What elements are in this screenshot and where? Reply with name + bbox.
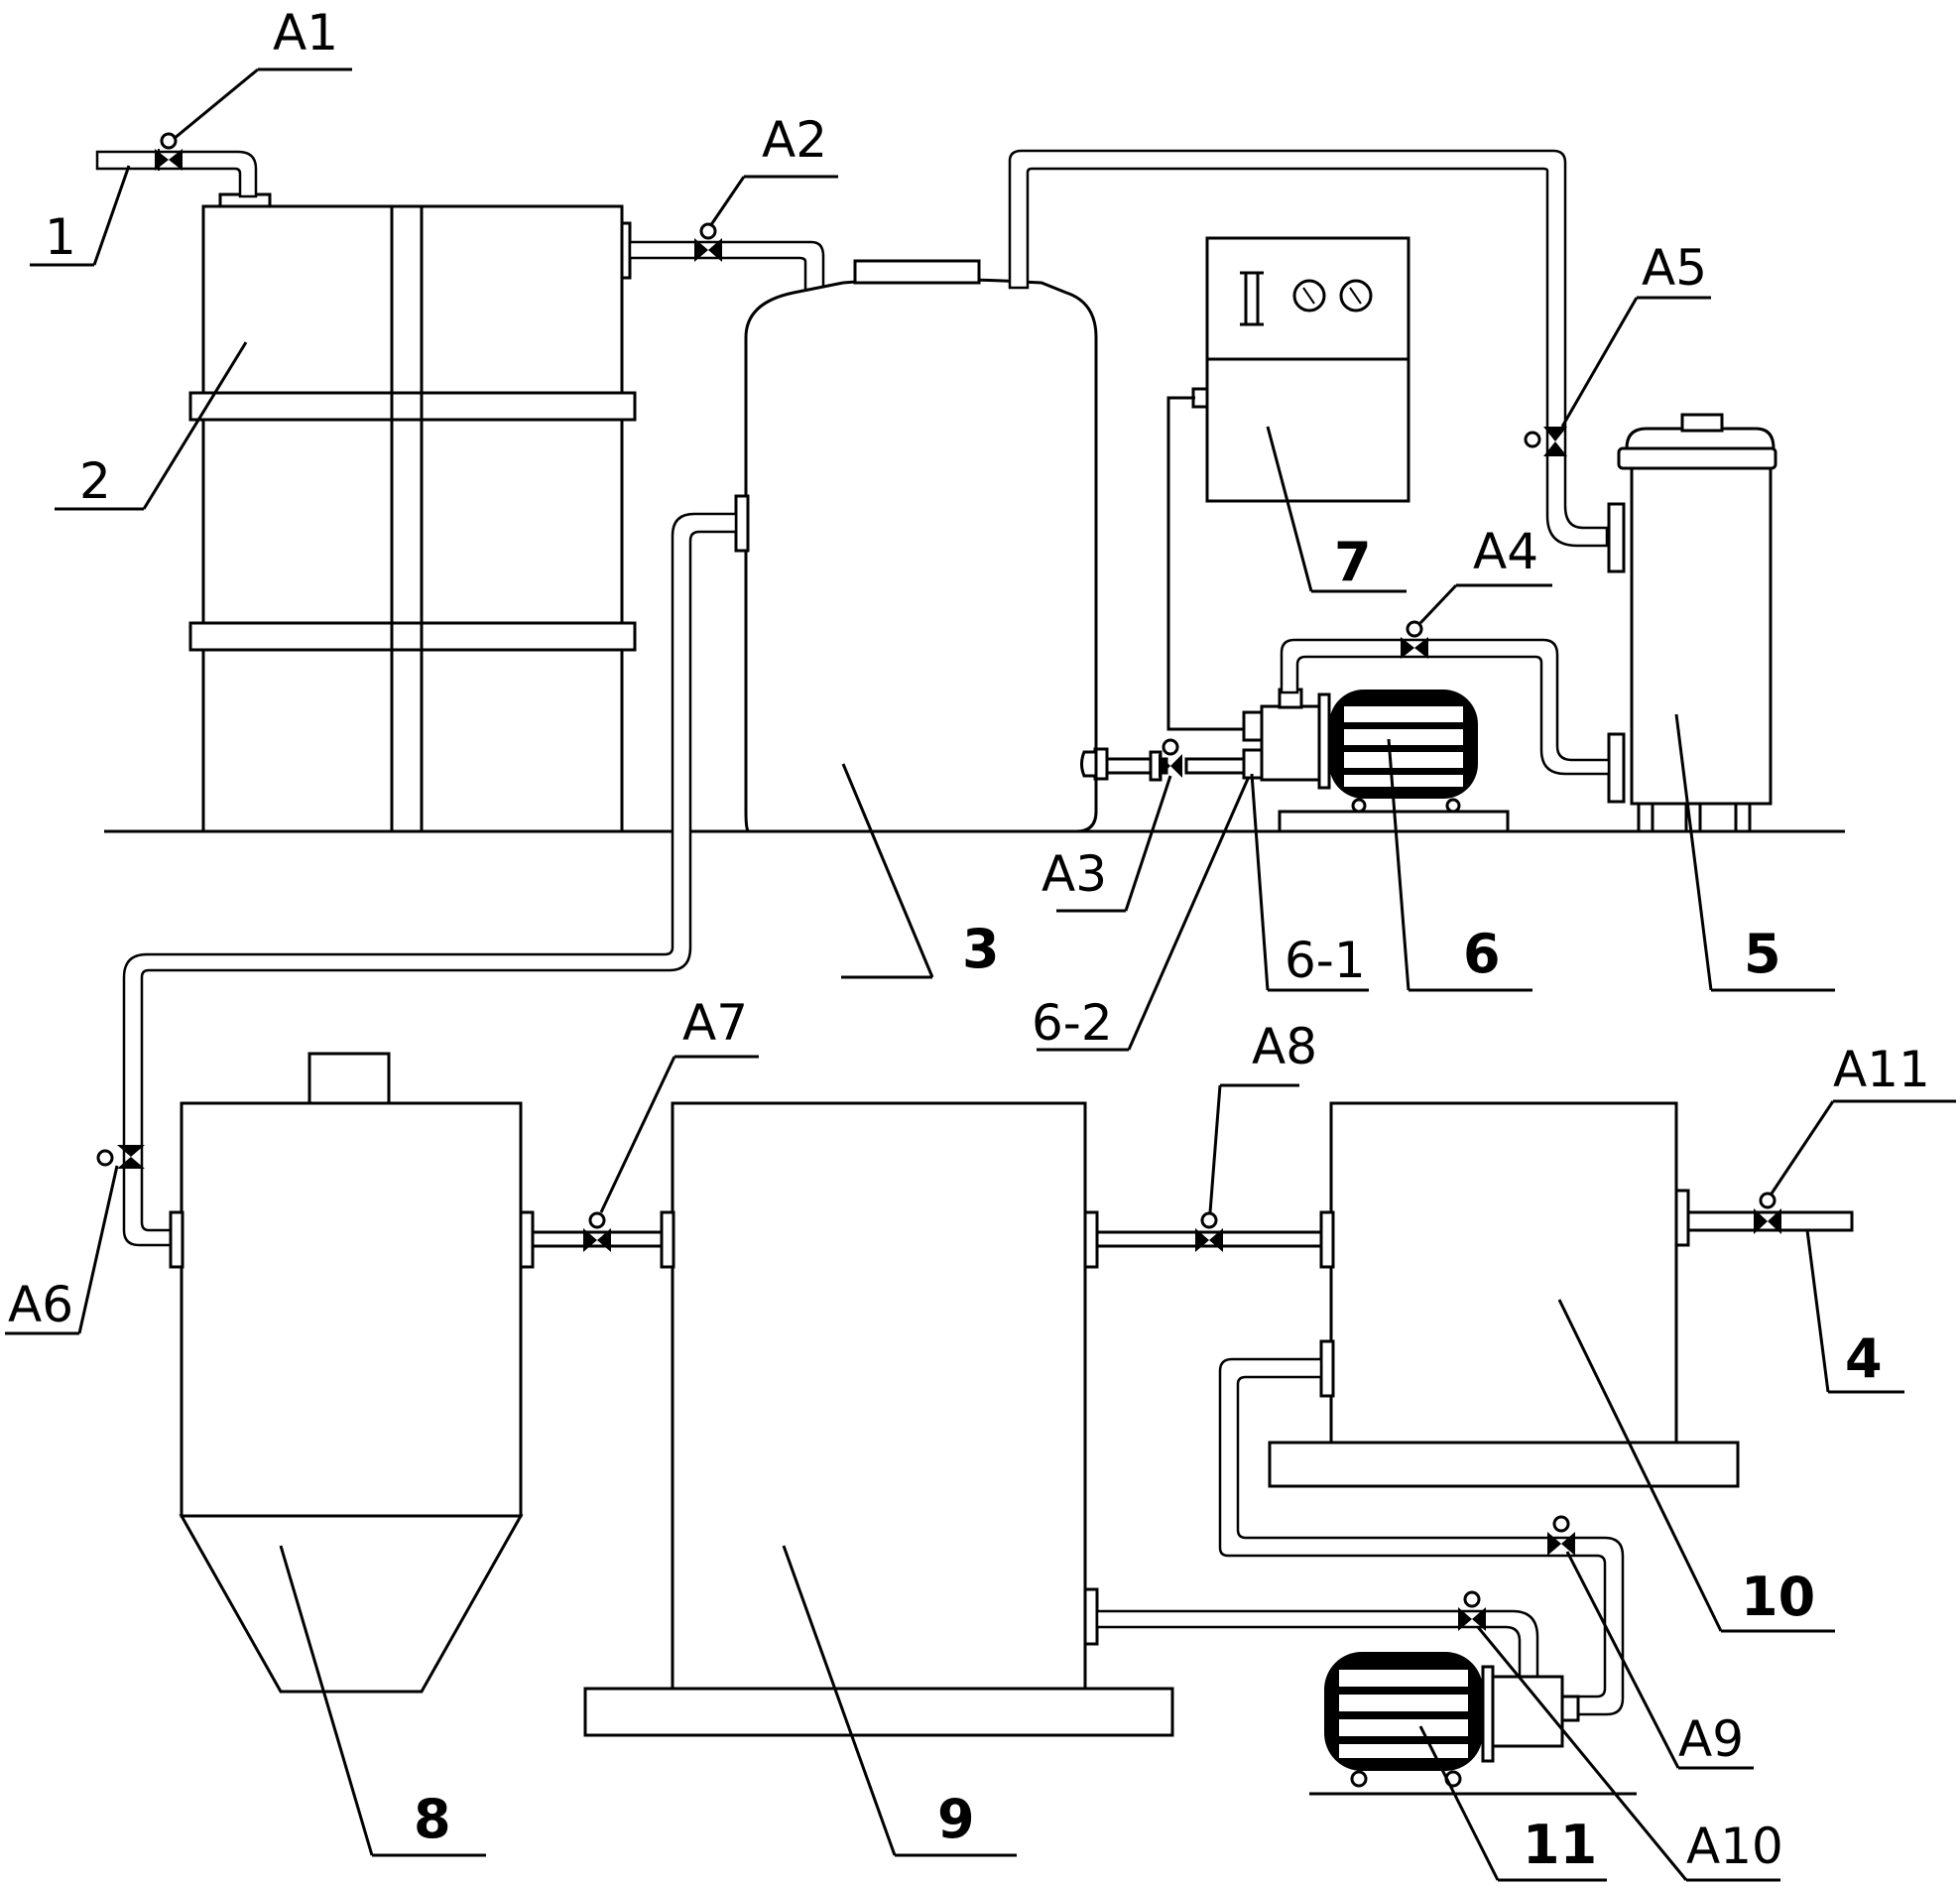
label-6-2: 6-2 <box>1032 994 1113 1052</box>
label-7: 7 <box>1334 531 1372 593</box>
label-9: 9 <box>937 1788 975 1850</box>
leader-lines <box>5 67 1956 1882</box>
label-5: 5 <box>1744 923 1781 985</box>
pipe-3-to-filter <box>1008 149 1609 548</box>
label-a10: A10 <box>1686 1818 1783 1875</box>
tank-2 <box>188 192 637 833</box>
valve-a3[interactable] <box>1159 738 1182 778</box>
label-8: 8 <box>414 1788 451 1850</box>
valve-a10[interactable] <box>1458 1590 1486 1631</box>
valve-a6[interactable] <box>96 1145 145 1169</box>
control-box-7 <box>1191 236 1410 503</box>
valve-a5[interactable] <box>1524 427 1567 456</box>
tank-9 <box>583 1101 1174 1737</box>
pump-11 <box>1324 1652 1580 1788</box>
pipe-3-to-pump6 <box>1080 747 1248 782</box>
label-a1: A1 <box>273 4 338 62</box>
label-a6: A6 <box>8 1276 73 1333</box>
label-a11: A11 <box>1833 1041 1930 1098</box>
label-a5: A5 <box>1642 239 1707 297</box>
valve-a11[interactable] <box>1754 1192 1781 1234</box>
label-4: 4 <box>1845 1327 1883 1390</box>
label-11: 11 <box>1523 1814 1597 1876</box>
label-a7: A7 <box>682 994 748 1052</box>
label-a2: A2 <box>762 111 827 169</box>
valve-a1[interactable] <box>155 132 183 171</box>
label-a9: A9 <box>1678 1710 1744 1768</box>
label-1: 1 <box>45 208 76 266</box>
pump-6 <box>1242 688 1510 833</box>
label-3: 3 <box>962 918 1000 980</box>
label-a4: A4 <box>1473 523 1538 580</box>
valve-a7[interactable] <box>583 1211 611 1252</box>
label-10: 10 <box>1741 1566 1815 1628</box>
valve-a8[interactable] <box>1195 1211 1223 1252</box>
valve-a9[interactable] <box>1547 1515 1575 1556</box>
control-wire <box>1166 396 1245 731</box>
tank-8 <box>169 1052 535 1694</box>
label-6: 6 <box>1463 923 1501 985</box>
pipe-pump6-to-filter <box>1280 638 1611 776</box>
pipe-2-to-3 <box>628 240 825 292</box>
filter-5 <box>1607 413 1777 833</box>
label-a3: A3 <box>1041 845 1107 903</box>
label-a8: A8 <box>1252 1018 1317 1075</box>
valve-a4[interactable] <box>1401 620 1428 659</box>
valve-a2[interactable] <box>694 222 722 262</box>
tank-10 <box>1268 1101 1740 1488</box>
tank-3 <box>734 259 1098 833</box>
label-6-1: 6-1 <box>1285 932 1366 989</box>
label-2: 2 <box>79 452 111 510</box>
